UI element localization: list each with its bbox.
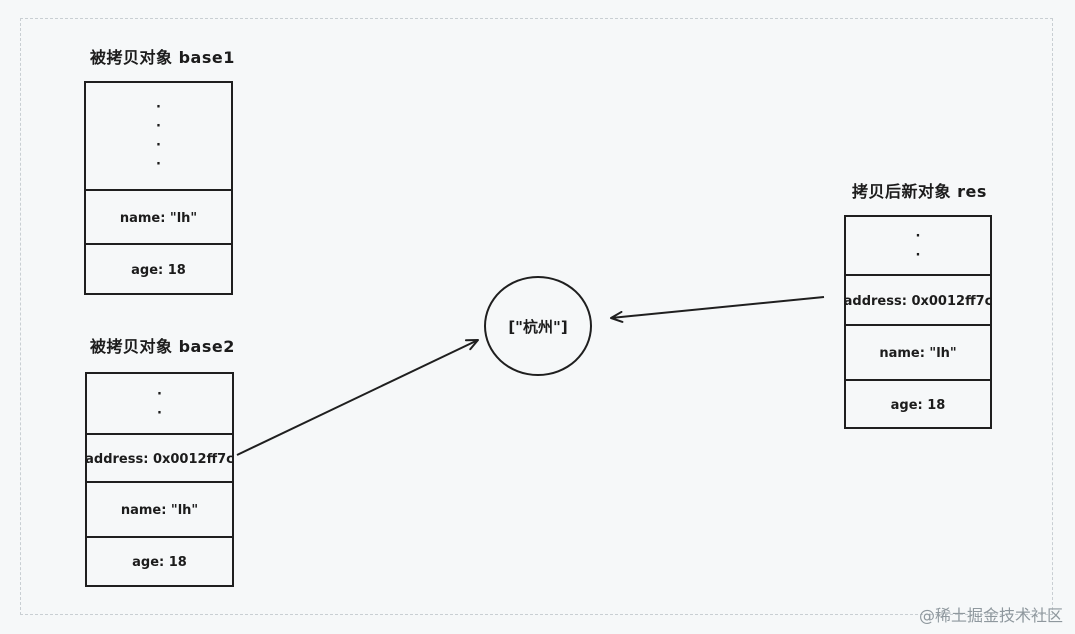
res-name-field: name: "lh" [846, 324, 990, 381]
watermark: @稀土掘金技术社区 [918, 606, 1063, 625]
base2-box: · · address: 0x0012ff7c name: "lh" age: … [85, 372, 234, 587]
base1-ellipsis: · · · · [156, 100, 161, 172]
res-address-field: address: 0x0012ff7c [844, 274, 992, 326]
shared-array-value: ["杭州"] [508, 317, 568, 336]
base1-name-field: name: "lh" [86, 189, 231, 245]
res-age-field: age: 18 [846, 379, 990, 429]
base2-title: 被拷贝对象 base2 [90, 337, 235, 356]
shared-array-node: ["杭州"] [484, 276, 592, 376]
base1-age-field: age: 18 [86, 243, 231, 295]
res-box: · · address: 0x0012ff7c name: "lh" age: … [844, 215, 992, 429]
base2-to-array-arrow [236, 339, 479, 456]
res-ellipsis: · · [915, 228, 921, 263]
diagram-frame [20, 18, 1053, 615]
base1-box: · · · · name: "lh" age: 18 [84, 81, 233, 295]
base2-name-field: name: "lh" [87, 481, 232, 538]
base2-ellipsis: · · [157, 386, 162, 421]
res-title: 拷贝后新对象 res [852, 182, 987, 201]
base2-age-field: age: 18 [87, 536, 232, 587]
base2-address-field: address: 0x0012ff7c [85, 433, 234, 483]
res-to-array-arrow [610, 296, 825, 323]
base1-title: 被拷贝对象 base1 [90, 48, 235, 67]
